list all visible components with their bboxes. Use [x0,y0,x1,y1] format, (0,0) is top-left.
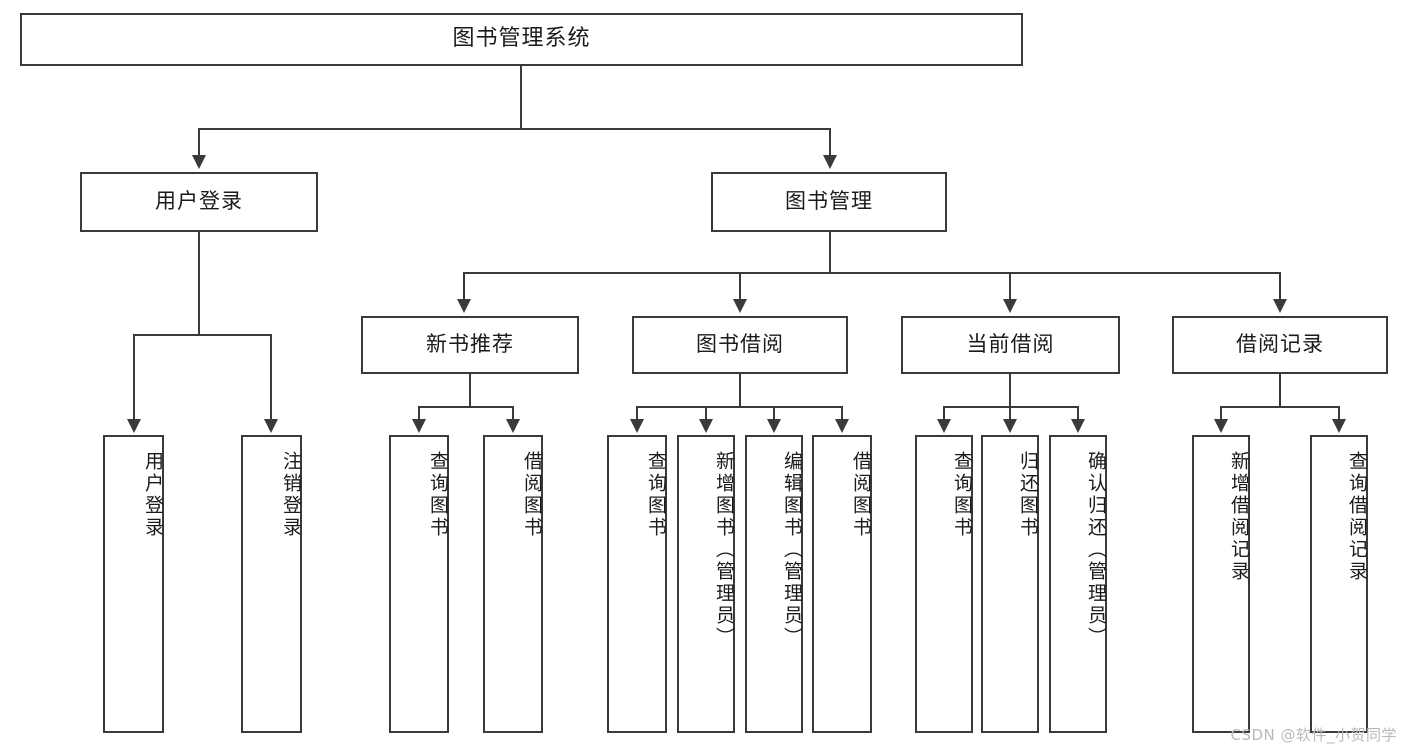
node-label: 借阅记录 [1236,332,1324,357]
edge-to-leaf-borrow-query [636,406,638,421]
edge-to-leaf-rec-query [418,406,420,421]
node-label: 图书借阅 [696,332,784,357]
edge-root-stem [520,66,522,128]
node-label: 图书管理 [785,189,873,214]
arrow-down-icon [264,419,278,433]
edge-book-borrow-bus [636,406,842,408]
edge-root-to-book-manage [829,128,831,157]
node-current-borrow[interactable]: 当前借阅 [901,316,1120,374]
edge-to-leaf-borrow-edit [773,406,775,421]
edge-to-borrow-record [1279,272,1281,301]
arrow-down-icon [412,419,426,433]
node-label: 当前借阅 [966,332,1055,357]
edge-user-login-bus [133,334,272,336]
leaf-recommend-query-book[interactable]: 查询图书 [389,435,449,733]
edge-to-leaf-cur-query [943,406,945,421]
edge-book-manage-bus [463,272,1280,274]
node-label: 查询图书 [951,451,973,539]
arrow-down-icon [192,155,206,169]
arrow-down-icon [835,419,849,433]
leaf-record-add-borrow-record[interactable]: 新增借阅记录 [1192,435,1250,733]
leaf-user-login[interactable]: 用户登录 [103,435,164,733]
edge-book-manage-stem [829,232,831,273]
leaf-borrow-edit-book-admin[interactable]: 编辑图书（管理员） [745,435,803,733]
edge-to-book-borrow [739,272,741,301]
edge-borrow-record-bus [1220,406,1339,408]
arrow-down-icon [1003,299,1017,313]
arrow-down-icon [457,299,471,313]
node-label: 新书推荐 [426,332,514,357]
arrow-down-icon [1003,419,1017,433]
edge-to-leaf-cur-confirm [1077,406,1079,421]
leaf-borrow-borrow-book[interactable]: 借阅图书 [812,435,872,733]
node-label: 查询图书 [427,451,449,539]
edge-to-leaf-cur-return [1009,406,1011,421]
node-root-library-system[interactable]: 图书管理系统 [20,13,1023,66]
node-label: 注销登录 [280,451,302,539]
node-book-management[interactable]: 图书管理 [711,172,947,232]
edge-to-leaf-user-logout [270,334,272,421]
edge-new-book-stem [469,374,471,407]
node-label: 借阅图书 [521,451,543,539]
node-label: 新增借阅记录 [1228,451,1250,583]
arrow-down-icon [1071,419,1085,433]
leaf-borrow-add-book-admin[interactable]: 新增图书（管理员） [677,435,735,733]
edge-user-login-stem [198,232,200,334]
arrow-down-icon [937,419,951,433]
leaf-user-logout[interactable]: 注销登录 [241,435,302,733]
node-user-login[interactable]: 用户登录 [80,172,318,232]
node-label: 归还图书 [1017,451,1039,539]
node-borrow-record[interactable]: 借阅记录 [1172,316,1388,374]
arrow-down-icon [127,419,141,433]
node-label: 用户登录 [155,189,243,214]
edge-to-new-book-rec [463,272,465,301]
edge-to-leaf-rec-add [1220,406,1222,421]
edge-current-borrow-stem [1009,374,1011,407]
edge-to-leaf-rec-search [1338,406,1340,421]
edge-root-to-user-login [198,128,200,157]
edge-book-borrow-stem [739,374,741,407]
arrow-down-icon [1273,299,1287,313]
csdn-watermark: CSDN @软件_小贺同学 [1230,726,1397,744]
edge-to-current-borrow [1009,272,1011,301]
arrow-down-icon [699,419,713,433]
arrow-down-icon [823,155,837,169]
node-label: 确认归还（管理员） [1085,451,1107,649]
leaf-borrow-query-book[interactable]: 查询图书 [607,435,667,733]
node-label: 借阅图书 [850,451,872,539]
leaf-record-query-borrow-record[interactable]: 查询借阅记录 [1310,435,1368,733]
leaf-current-return-book[interactable]: 归还图书 [981,435,1039,733]
edge-new-book-bus [418,406,513,408]
edge-to-leaf-rec-borrow [512,406,514,421]
node-label: 新增图书（管理员） [713,451,735,649]
node-label: 编辑图书（管理员） [781,451,803,649]
node-label: 查询借阅记录 [1346,451,1368,583]
node-label: 查询图书 [645,451,667,539]
arrow-down-icon [733,299,747,313]
arrow-down-icon [767,419,781,433]
node-book-borrow[interactable]: 图书借阅 [632,316,848,374]
arrow-down-icon [1214,419,1228,433]
node-label: 图书管理系统 [452,26,591,52]
edge-to-leaf-borrow-add [705,406,707,421]
arrow-down-icon [630,419,644,433]
edge-to-leaf-user-login [133,334,135,421]
leaf-current-confirm-return-admin[interactable]: 确认归还（管理员） [1049,435,1107,733]
leaf-recommend-borrow-book[interactable]: 借阅图书 [483,435,543,733]
edge-root-bus [198,128,830,130]
node-label: 用户登录 [142,451,164,539]
node-new-book-recommend[interactable]: 新书推荐 [361,316,579,374]
arrow-down-icon [506,419,520,433]
edge-borrow-record-stem [1279,374,1281,407]
edge-to-leaf-borrow-borrow [841,406,843,421]
leaf-current-query-book[interactable]: 查询图书 [915,435,973,733]
arrow-down-icon [1332,419,1346,433]
